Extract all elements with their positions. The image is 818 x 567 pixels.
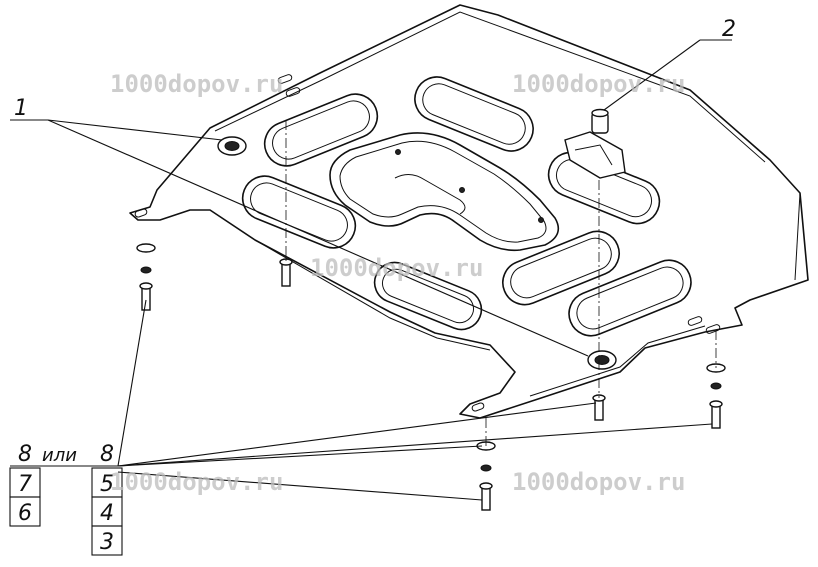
watermark: 1000dopov.ru	[512, 468, 685, 496]
watermark: 1000dopov.ru	[310, 254, 483, 282]
callout-6: 6	[18, 501, 32, 526]
rubber-pad	[217, 136, 247, 156]
central-relief	[329, 132, 560, 252]
callout-2: 2	[722, 17, 736, 42]
relief-slot	[414, 76, 534, 152]
stamped-reliefs	[241, 76, 692, 337]
relief-slot	[568, 259, 692, 337]
fastener-stack	[706, 363, 726, 429]
center-lines	[285, 120, 717, 446]
callout-4: 4	[100, 501, 114, 526]
watermark: 1000dopov.ru	[110, 468, 283, 496]
callout-8-right: 8	[100, 442, 114, 467]
bolt	[592, 394, 606, 421]
bolt	[279, 258, 293, 287]
relief-slot	[263, 93, 379, 167]
callout-5: 5	[100, 472, 114, 497]
callout-table	[9, 465, 123, 556]
rubber-pads	[217, 136, 617, 370]
callout-8-left: 8	[18, 442, 32, 467]
callout-separator: или	[42, 445, 77, 466]
bracket-with-nut	[564, 108, 626, 179]
rubber-pad	[587, 350, 617, 370]
relief-slot	[373, 261, 483, 331]
fastener-stack	[136, 243, 156, 311]
callout-7: 7	[18, 472, 32, 497]
leader-lines	[10, 39, 732, 501]
watermark: 1000dopov.ru	[110, 70, 283, 98]
relief-slot	[241, 175, 357, 249]
skid-plate	[129, 4, 809, 419]
callout-1: 1	[14, 96, 28, 121]
callout-3: 3	[100, 530, 114, 555]
watermark: 1000dopov.ru	[512, 70, 685, 98]
relief-slot	[502, 230, 620, 306]
